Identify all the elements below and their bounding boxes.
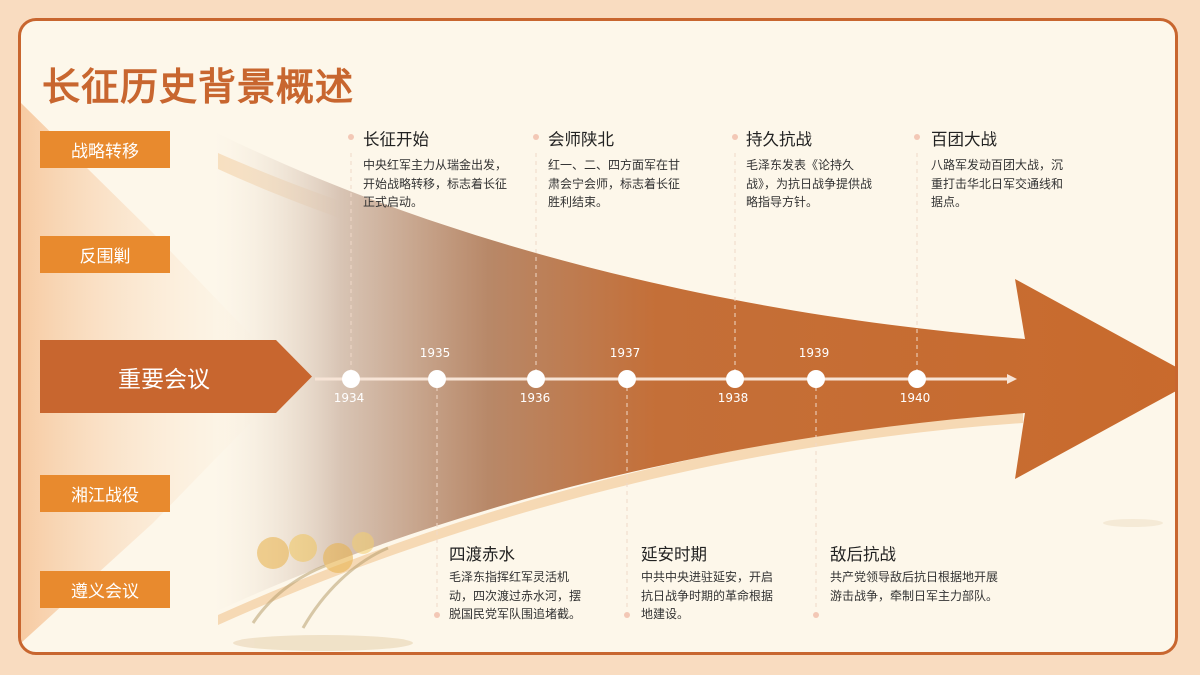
main-label-shape xyxy=(40,340,312,413)
event-title-long-march-start: 长征开始 xyxy=(363,130,429,149)
slide-frame xyxy=(18,18,1178,655)
year-label-1938: 1938 xyxy=(717,391,749,405)
event-desc-protracted-war: 毛泽东发表《论持久战》，为抗日战争提供战略指导方针。 xyxy=(746,158,873,209)
side-label-zunyi-meeting: 遵义会议 xyxy=(40,571,170,608)
event-title-shaanbei-meeting: 会师陕北 xyxy=(548,130,614,149)
side-label-xiangjiang-battle: 湘江战役 xyxy=(40,475,170,512)
event-title-four-crossings: 四渡赤水 xyxy=(449,545,515,564)
page-title: 长征历史背景概述 xyxy=(42,65,355,109)
flower-decoration xyxy=(233,519,1163,651)
timeline-axis-arrowhead xyxy=(1007,374,1017,384)
event-title-behind-lines: 敌后抗战 xyxy=(830,545,896,564)
year-label-1934: 1934 xyxy=(333,391,365,405)
event-desc-behind-lines: 共产党领导敌后抗日根据地开展游击战争，牵制日军主力部队。 xyxy=(830,570,999,603)
year-label-1940: 1940 xyxy=(899,391,931,405)
event-desc-four-crossings: 毛泽东指挥红军灵活机动，四次渡过赤水河，摆脱国民党军队围追堵截。 xyxy=(449,570,582,621)
timeline-nodes xyxy=(342,370,926,388)
main-arrow-shape xyxy=(213,131,1175,613)
side-label-strategic-transfer: 战略转移 xyxy=(40,131,170,168)
event-title-yanan-period: 延安时期 xyxy=(641,545,707,564)
event-desc-shaanbei-meeting: 红一、二、四方面军在甘肃会宁会师，标志着长征胜利结束。 xyxy=(548,158,681,209)
main-label-important-meetings: 重要会议 xyxy=(40,340,312,413)
event-title-hundred-regiments: 百团大战 xyxy=(931,130,997,149)
event-desc-yanan-period: 中共中央进驻延安，开启抗日战争时期的革命根据地建设。 xyxy=(641,570,774,621)
background-graphics xyxy=(21,103,1175,651)
year-label-1936: 1936 xyxy=(519,391,551,405)
year-label-1937: 1937 xyxy=(609,346,641,360)
side-label-anti-encirclement: 反围剿 xyxy=(40,236,170,273)
event-desc-hundred-regiments: 八路军发动百团大战，沉重打击华北日军交通线和据点。 xyxy=(931,158,1064,209)
year-label-1935: 1935 xyxy=(419,346,451,360)
event-title-protracted-war: 持久抗战 xyxy=(746,130,812,149)
year-label-1939: 1939 xyxy=(798,346,830,360)
event-desc-long-march-start: 中央红军主力从瑞金出发，开始战略转移，标志着长征正式启动。 xyxy=(363,158,508,209)
connector-end-dots xyxy=(348,134,920,618)
dashed-connectors xyxy=(350,153,918,611)
